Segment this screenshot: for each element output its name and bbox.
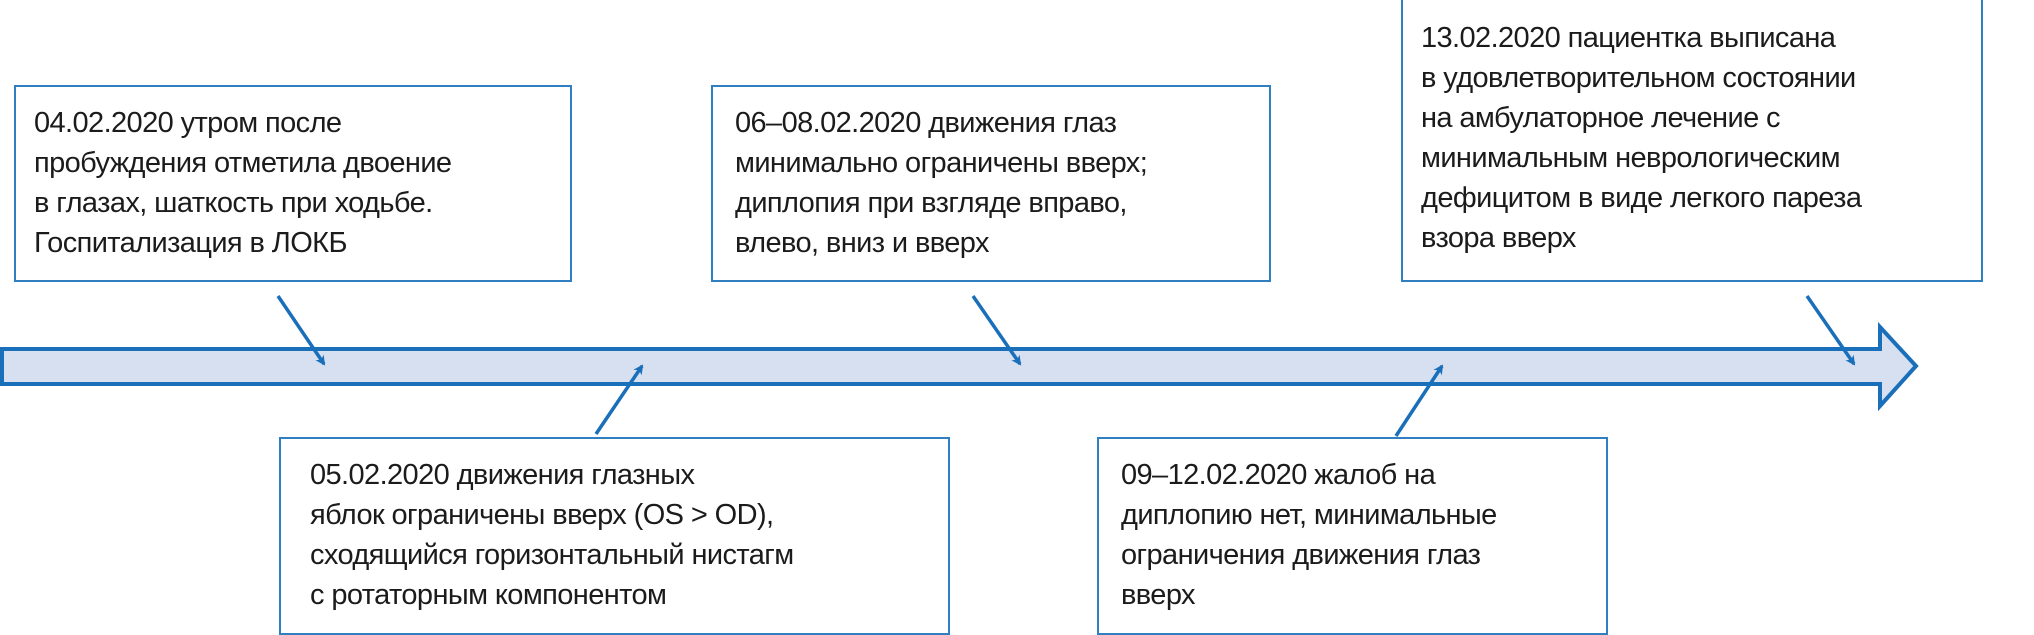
event-text-line: ограничения движения глаз [1121,539,1481,571]
pointer-arrow-1 [276,295,326,366]
event-text-line: 05.02.2020 движения глазных [310,459,695,491]
event-text-line: яблок ограничены вверх (OS > OD), [310,499,774,531]
event-text-line: дефицитом в виде легкого пареза [1421,182,1862,214]
event-box-09-12-02: 09–12.02.2020 жалоб на диплопию нет, мин… [1097,437,1608,635]
event-text-line: на амбулаторное лечение с [1421,102,1781,134]
pointer-arrow-2 [594,364,644,435]
event-text-line: минимально ограничены вверх; [735,147,1148,179]
pointer-arrow-4 [1394,364,1444,437]
event-box-06-08-02: 06–08.02.2020 движения глаз минимально о… [711,85,1271,282]
event-text-line: 13.02.2020 пациентка выписана [1421,22,1836,54]
event-text-line: в удовлетворительном состоянии [1421,62,1856,94]
event-text-line: Госпитализация в ЛОКБ [34,227,347,259]
event-box-13-02: 13.02.2020 пациентка выписана в удовлетв… [1401,0,1983,282]
event-text-line: 06–08.02.2020 движения глаз [735,107,1117,139]
event-text-line: 09–12.02.2020 жалоб на [1121,459,1436,491]
event-text-line: в глазах, шаткость при ходьбе. [34,187,433,219]
event-box-05-02: 05.02.2020 движения глазных яблок ограни… [279,437,950,635]
timeline-arrow-bar [0,321,1919,412]
event-text-line: взора вверх [1421,222,1576,254]
event-text-line: с ротаторным компонентом [310,579,667,611]
pointer-arrow-5 [1805,295,1856,366]
event-box-04-02: 04.02.2020 утром после пробуждения отмет… [14,85,572,282]
event-text-line: пробуждения отметила двоение [34,147,452,179]
pointer-arrow-3 [971,295,1022,366]
event-text-line: минимальным неврологическим [1421,142,1841,174]
event-text-line: сходящийся горизонтальный нистагм [310,539,794,571]
event-text-line: 04.02.2020 утром после [34,107,342,139]
event-text-line: вверх [1121,579,1196,611]
event-text-line: диплопию нет, минимальные [1121,499,1497,531]
event-text-line: влево, вниз и вверх [735,227,989,259]
event-text-line: диплопия при взгляде вправо, [735,187,1127,219]
